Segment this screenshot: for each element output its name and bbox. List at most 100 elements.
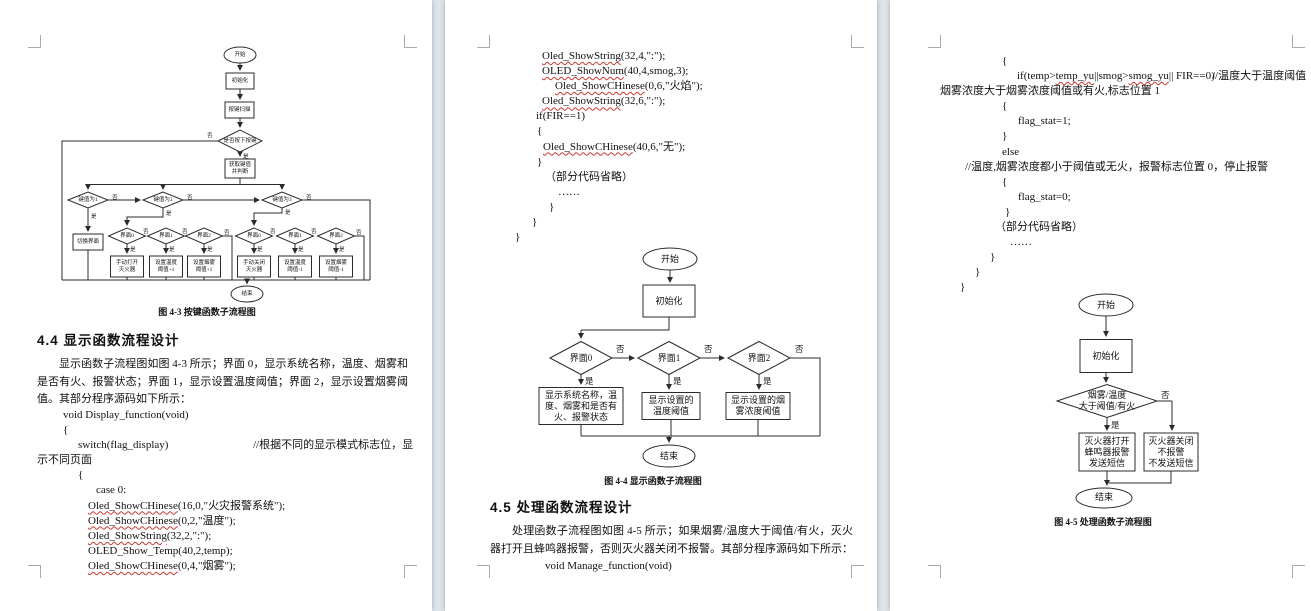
code-token: （部分代码省略） xyxy=(995,221,1083,234)
code-line: void Manage_function(void) xyxy=(545,560,672,572)
margin-crop-mark xyxy=(1292,565,1305,578)
code-line: OLED_Show_Temp(40,2,temp); xyxy=(0,544,432,559)
branch-yes: 是 xyxy=(285,210,291,216)
code-token: void Display_function(void) xyxy=(63,409,189,421)
code-token: OLED_Show_Temp(40,2,temp); xyxy=(88,544,233,557)
code-token: { xyxy=(1002,55,1008,67)
code-line: void Display_function(void) xyxy=(0,408,432,423)
code-line: flag_stat=0; xyxy=(890,190,1311,205)
code-token: …… xyxy=(558,185,580,198)
node-temp-threshold-up: 设置温度 阈值+1 xyxy=(154,260,177,273)
code-token-misspelled: Oled_ShowCHinese xyxy=(543,140,633,153)
code-line: Oled_ShowCHinese(0,4,"烟雾"); xyxy=(0,559,432,574)
branch-no: 否 xyxy=(356,230,362,236)
code-line: …… xyxy=(890,235,1311,250)
branch-yes: 是 xyxy=(585,376,594,386)
code-token-misspelled: temp_yu xyxy=(1055,70,1095,83)
node-end: 结束 xyxy=(241,290,253,297)
branch-no: 否 xyxy=(187,195,193,201)
node-key2: 键值为2 xyxy=(153,196,173,203)
code-line: } xyxy=(890,250,1311,265)
code-line: } xyxy=(890,280,1311,295)
code-token-misspelled: Oled_ShowCHinese xyxy=(88,559,178,572)
figure-caption-4-4: 图 4-4 显示函数子流程图 xyxy=(604,476,702,486)
code-line: { xyxy=(445,124,877,139)
code-token: } xyxy=(537,155,543,168)
node-show-temp-threshold: 显示设置的 温度阈值 xyxy=(648,395,694,416)
node-init: 初始化 xyxy=(231,77,249,84)
code-token: flag_stat=0; xyxy=(1018,190,1071,203)
code-line: Oled_ShowCHinese(0,6,"火焰"); xyxy=(445,79,877,94)
document-page-2[interactable]: Oled_ShowString(32,4,":");OLED_ShowNum(4… xyxy=(445,0,877,611)
node-alarm-off: 灭火器关闭 不报警 不发送短信 xyxy=(1148,435,1194,468)
code-token: } xyxy=(549,200,555,213)
branch-no: 否 xyxy=(1161,390,1170,400)
code-token: } xyxy=(1005,205,1011,218)
code-block: {if(temp>temp_yu||smog>smog_yu|| FIR==0)… xyxy=(890,54,1311,296)
branch-yes: 是 xyxy=(166,211,172,217)
code-line: } xyxy=(445,200,877,215)
paragraph: 显示函数子流程图如图 4-3 所示；界面 0，显示系统名称，温度、烟雾和是否有火… xyxy=(37,358,408,405)
section-heading-4-4: 4.4 显示函数流程设计 xyxy=(37,333,180,348)
code-token: if(FIR==1) xyxy=(536,110,586,123)
branch-yes: 是 xyxy=(673,376,682,386)
node-key-pressed: 是否按下按键 xyxy=(223,137,257,144)
code-line: OLED_ShowNum(40,4,smog,3); xyxy=(445,64,877,79)
code-token: (32,4,":"); xyxy=(620,50,666,62)
node-alarm-on: 灭火器打开 蜂鸣器报警 发送短信 xyxy=(1084,435,1130,468)
document-page-3[interactable]: {if(temp>temp_yu||smog>smog_yu|| FIR==0)… xyxy=(890,0,1311,611)
code-line: （部分代码省略） xyxy=(890,220,1311,235)
branch-no: 否 xyxy=(311,229,317,235)
node-start: 开始 xyxy=(234,51,246,58)
document-page-1[interactable]: 开始 初始化 按键扫描 是否按下按键 获取键值 并判断 键值为1 键值为2 键值… xyxy=(0,0,432,611)
figure-caption-4-3: 图 4-3 按键函数子流程图 xyxy=(158,307,256,317)
margin-crop-mark xyxy=(477,35,490,48)
code-line: } xyxy=(890,205,1311,220)
node-ui1: 界面1 xyxy=(657,352,681,363)
code-token: else xyxy=(1002,145,1020,158)
code-line: } xyxy=(890,129,1311,144)
code-line: } xyxy=(890,265,1311,280)
code-token-misspelled: Oled_ShowString xyxy=(542,95,621,108)
code-token: { xyxy=(537,125,543,138)
code-token: if(temp> xyxy=(1017,70,1056,83)
node-show-smog-threshold: 显示设置的烟 雾浓度阈值 xyxy=(730,395,785,416)
branch-yes: 是 xyxy=(169,247,175,253)
code-token: } xyxy=(532,216,538,229)
branch-no: 否 xyxy=(182,229,188,235)
branch-yes: 是 xyxy=(207,247,213,253)
code-token: (40,6,"无"); xyxy=(632,140,686,153)
code-token: flag_stat=1; xyxy=(1018,115,1071,128)
node-ui2: 界面2 xyxy=(329,232,343,239)
code-line: if(FIR==1) xyxy=(445,109,877,124)
code-token: 烟雾浓度大于烟雾浓度阈值或有火,标志位置 1 xyxy=(940,85,1160,98)
code-block: void Display_function(void){switch(flag_… xyxy=(0,408,432,574)
node-init: 初始化 xyxy=(655,295,683,306)
code-line: flag_stat=1; xyxy=(890,114,1311,129)
node-start: 开始 xyxy=(1096,299,1115,310)
paragraph: 处理函数子流程图如图 4-5 所示；如果烟雾/温度大于阈值/有火，灭火器打开且蜂… xyxy=(490,525,853,555)
code-line: Oled_ShowCHinese(0,2,"温度"); xyxy=(0,514,432,529)
margin-crop-mark xyxy=(28,565,41,578)
branch-yes: 是 xyxy=(257,247,263,253)
branch-no: 否 xyxy=(616,344,625,354)
margin-crop-mark xyxy=(928,35,941,48)
code-line: { xyxy=(0,468,432,483)
node-ui2: 界面2 xyxy=(197,232,211,239)
branch-yes: 是 xyxy=(130,247,136,253)
code-line: （部分代码省略） xyxy=(445,170,877,185)
code-token: (32,6,":"); xyxy=(620,95,666,108)
code-token: （部分代码省略） xyxy=(545,170,633,183)
code-token: 示不同页面 xyxy=(37,454,92,467)
code-comment: //根据不同的显示模式标志位，显 xyxy=(253,439,414,452)
node-open-extinguisher: 手动打开 灭火器 xyxy=(115,260,138,273)
node-close-extinguisher: 手动关闭 灭火器 xyxy=(242,260,265,273)
branch-no: 否 xyxy=(704,344,713,354)
code-token: || FIR==0) xyxy=(1168,70,1215,83)
branch-yes: 是 xyxy=(763,376,772,386)
code-token: } xyxy=(1002,130,1008,143)
margin-crop-mark xyxy=(404,565,417,578)
code-token-misspelled: Oled_ShowString xyxy=(542,50,621,62)
branch-no: 否 xyxy=(795,344,804,354)
branch-yes: 是 xyxy=(243,154,249,160)
